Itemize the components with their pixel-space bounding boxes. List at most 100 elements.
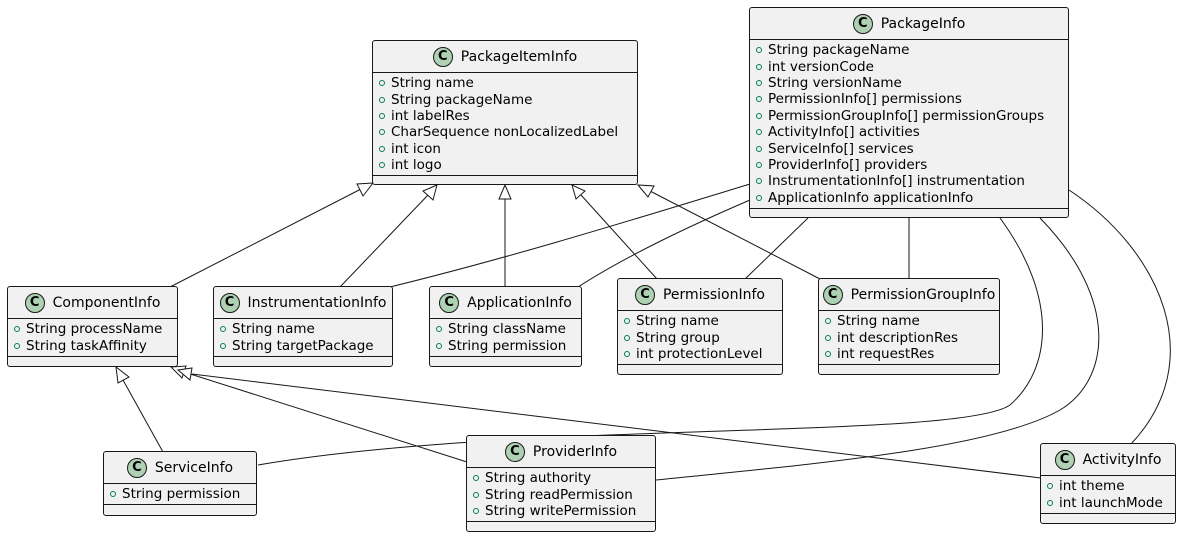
attribute: ActivityInfo[] activities [756, 124, 1068, 140]
class-header: C InstrumentationInfo [214, 287, 392, 319]
class-permissiongroupinfo[interactable]: C PermissionGroupInfo String name int de… [818, 278, 1000, 375]
method-list [373, 176, 637, 184]
class-c-icon: C [219, 292, 240, 313]
class-c-icon: C [504, 441, 525, 462]
method-list [430, 357, 581, 365]
attribute-list: String name int descriptionRes int reque… [819, 311, 999, 366]
public-visibility-icon [756, 178, 762, 185]
public-visibility-icon [110, 491, 116, 498]
attribute-list: String name String packageName int label… [373, 73, 637, 177]
edge-packageinfo-applicationinfo [577, 199, 751, 288]
class-c-icon: C [822, 284, 843, 305]
arrowhead-activityinfo-componentinfo [176, 367, 193, 381]
attribute: int requestRes [825, 346, 999, 362]
class-header: C ActivityInfo [1041, 444, 1175, 476]
attribute-list: String packageName int versionCode Strin… [750, 40, 1068, 209]
attribute-list: String name String targetPackage [214, 319, 392, 357]
class-header: C ApplicationInfo [430, 287, 581, 319]
arrowhead-serviceinfo-componentinfo [115, 365, 130, 384]
public-visibility-icon [220, 326, 226, 333]
public-visibility-icon [220, 342, 226, 349]
attribute-list: int theme int launchMode [1041, 476, 1175, 514]
attribute: String name [825, 313, 999, 329]
edge-componentinfo-extends-packageiteminfo [169, 188, 362, 288]
public-visibility-icon [379, 129, 385, 136]
public-visibility-icon [756, 96, 762, 103]
public-visibility-icon [756, 63, 762, 70]
attribute: String packageName [756, 42, 1068, 58]
public-visibility-icon [756, 145, 762, 152]
class-name: PackageItemInfo [460, 48, 578, 65]
class-applicationinfo[interactable]: C ApplicationInfo String className Strin… [429, 286, 582, 367]
public-visibility-icon [379, 112, 385, 119]
public-visibility-icon [473, 507, 479, 514]
edge-packageinfo-activityinfo [1068, 189, 1171, 445]
class-header: C ProviderInfo [467, 436, 655, 468]
attribute: int versionCode [756, 58, 1068, 75]
attribute: int icon [379, 141, 637, 157]
edge-packageinfo-providerinfo [655, 217, 1100, 481]
edge-packageinfo-instrumentationinfo [389, 183, 751, 288]
public-visibility-icon [379, 96, 385, 103]
public-visibility-icon [756, 79, 762, 86]
class-componentinfo[interactable]: C ComponentInfo String processName Strin… [7, 286, 178, 367]
attribute: String name [220, 321, 392, 337]
attribute: String packageName [379, 91, 637, 108]
public-visibility-icon [825, 334, 831, 341]
attribute: String targetPackage [220, 337, 392, 354]
attribute: String processName [14, 321, 177, 337]
public-visibility-icon [379, 145, 385, 152]
attribute: String group [624, 329, 782, 346]
public-visibility-icon [436, 342, 442, 349]
public-visibility-icon [624, 334, 630, 341]
public-visibility-icon [14, 342, 20, 349]
class-name: ProviderInfo [532, 443, 618, 460]
attribute: int labelRes [379, 108, 637, 124]
class-name: InstrumentationInfo [247, 294, 387, 311]
arrowhead-permissiongroupinfo-packageiteminfo [636, 184, 655, 198]
method-list [1041, 514, 1175, 522]
edge-providerinfo-extends-componentinfo [183, 371, 468, 463]
class-c-icon: C [126, 457, 147, 478]
class-c-icon: C [1054, 449, 1075, 470]
class-name: ServiceInfo [154, 459, 234, 476]
attribute: int logo [379, 157, 637, 173]
public-visibility-icon [473, 491, 479, 498]
attribute: PermissionGroupInfo[] permissionGroups [756, 108, 1068, 124]
class-activityinfo[interactable]: C ActivityInfo int theme int launchMode [1040, 443, 1176, 524]
attribute: InstrumentationInfo[] instrumentation [756, 173, 1068, 189]
class-serviceinfo[interactable]: C ServiceInfo String permission [103, 451, 257, 516]
public-visibility-icon [825, 350, 831, 357]
attribute: String permission [436, 337, 581, 354]
public-visibility-icon [14, 326, 20, 333]
attribute: String versionName [756, 75, 1068, 91]
public-visibility-icon [379, 80, 385, 87]
method-list [8, 357, 177, 365]
attribute: String taskAffinity [14, 337, 177, 354]
public-visibility-icon [379, 162, 385, 169]
class-packageiteminfo[interactable]: C PackageItemInfo String name String pac… [372, 40, 638, 185]
class-packageinfo[interactable]: C PackageInfo String packageName int ver… [749, 7, 1069, 218]
attribute-list: String permission [104, 484, 256, 506]
public-visibility-icon [825, 318, 831, 325]
attribute: String authority [473, 470, 655, 486]
class-name: ComponentInfo [52, 294, 161, 311]
class-instrumentationinfo[interactable]: C InstrumentationInfo String name String… [213, 286, 393, 367]
class-name: ActivityInfo [1082, 451, 1162, 468]
class-permissioninfo[interactable]: C PermissionInfo String name String grou… [617, 278, 783, 375]
class-c-icon: C [432, 46, 453, 67]
public-visibility-icon [756, 129, 762, 136]
public-visibility-icon [1047, 483, 1053, 490]
class-c-icon: C [439, 292, 460, 313]
attribute: int theme [1047, 478, 1175, 494]
method-list [104, 505, 256, 513]
class-providerinfo[interactable]: C ProviderInfo String authority String r… [466, 435, 656, 532]
class-header: C PermissionGroupInfo [819, 279, 999, 311]
attribute: ApplicationInfo applicationInfo [756, 190, 1068, 206]
class-header: C PackageItemInfo [373, 41, 637, 73]
attribute: PermissionInfo[] permissions [756, 91, 1068, 107]
class-header: C PermissionInfo [618, 279, 782, 311]
class-header: C ComponentInfo [8, 287, 177, 319]
method-list [819, 365, 999, 373]
